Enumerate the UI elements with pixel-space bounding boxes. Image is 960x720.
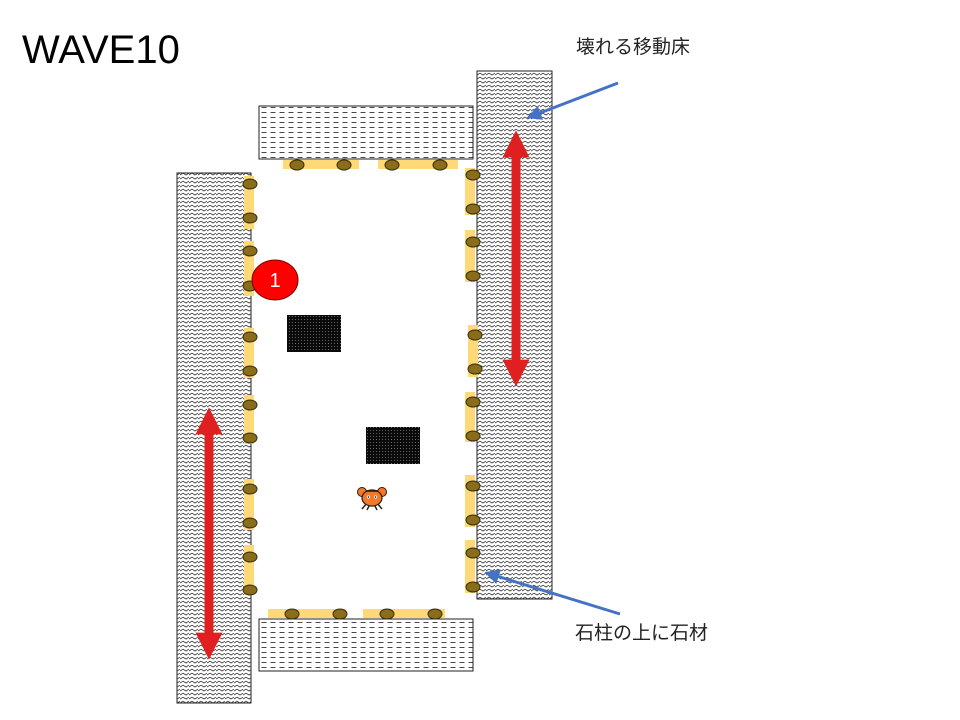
stone-block-2 [366, 427, 420, 464]
wall-top [258, 105, 474, 160]
callout-arrow-floor [526, 81, 619, 120]
wall-bottom [258, 618, 474, 672]
callout-stone-on-pillar: 石柱の上に石材 [575, 622, 709, 644]
stone-block-1 [287, 315, 341, 352]
callout-breaking-floor: 壊れる移動床 [576, 36, 691, 58]
moving-floor-left [176, 172, 252, 704]
spawn-marker: 1 [251, 259, 299, 301]
spawn-marker-number: 1 [269, 270, 280, 292]
page-title: WAVE10 [22, 28, 180, 72]
pillar-studs [242, 159, 483, 620]
pillar-bars [244, 160, 478, 618]
crab-icon [357, 487, 387, 511]
callout-arrow-stone [484, 569, 621, 616]
